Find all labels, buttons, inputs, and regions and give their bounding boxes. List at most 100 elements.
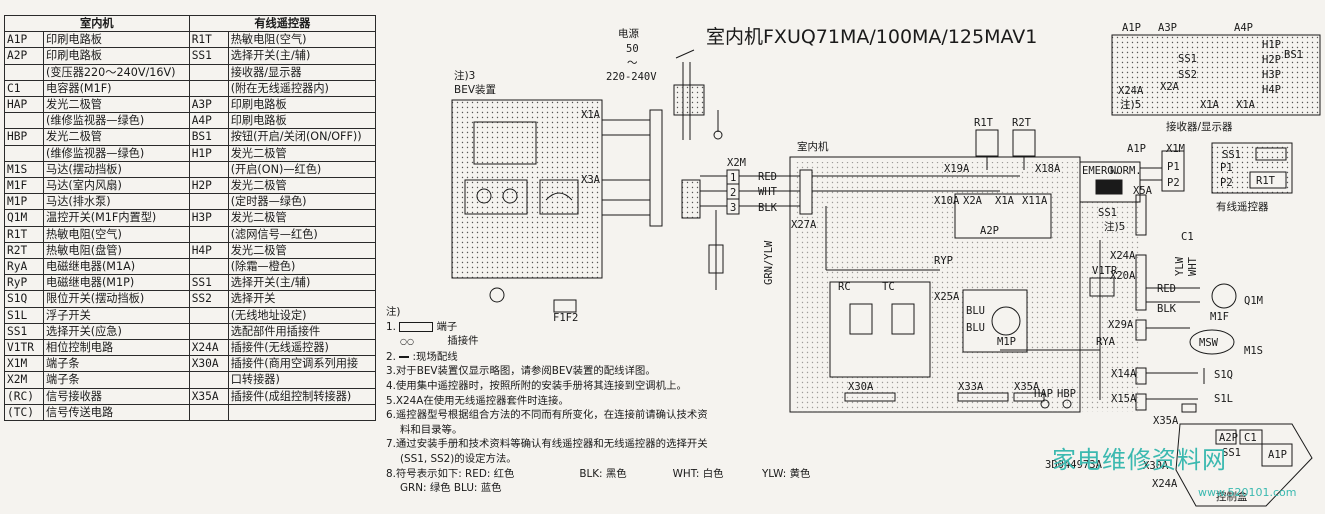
legend-left-code: SS1 bbox=[4, 322, 44, 341]
x2m-terminal-2: 2 bbox=[730, 187, 736, 199]
wht-label: WHT bbox=[1187, 256, 1199, 276]
legend-left-desc: (维修监视器—绿色) bbox=[43, 112, 190, 130]
rya-label: RYA bbox=[1096, 336, 1116, 348]
receiver-label: 接收器/显示器 bbox=[1166, 120, 1233, 133]
receiver-h3p-label: H3P bbox=[1262, 69, 1281, 81]
note-2-number: 2. bbox=[386, 350, 396, 363]
x5a-label: X5A bbox=[1133, 185, 1153, 197]
note-1-terminal: 端子 bbox=[436, 320, 458, 333]
power-input-symbol bbox=[673, 49, 723, 140]
s1l-label: S1L bbox=[1214, 393, 1233, 405]
indoor-unit-label: 室内机 bbox=[797, 140, 829, 153]
legend-left-code: M1F bbox=[4, 177, 44, 195]
note-8-red: 8.符号表示如下: RED: 红色 bbox=[386, 467, 515, 480]
note-1: 1. 端子 bbox=[386, 320, 810, 335]
legend-right-desc: 选择开关(主/辅) bbox=[227, 47, 377, 65]
x2m-terminal-1: 1 bbox=[730, 172, 736, 184]
bev-label: BEV装置 bbox=[454, 83, 496, 96]
note-3: 3.对于BEV装置仅显示略图，请参阅BEV装置的配线详图。 bbox=[386, 365, 656, 378]
remote-ss1-label: SS1 bbox=[1222, 149, 1241, 161]
connector-symbol-icon: ○○ bbox=[400, 337, 414, 347]
legend-right-desc: (无线地址设定) bbox=[227, 306, 377, 324]
legend-right-desc: (附在无线遥控器内) bbox=[227, 79, 377, 98]
x18a-label: X18A bbox=[1035, 163, 1061, 175]
v1tr-label: V1TR bbox=[1092, 265, 1118, 277]
indoor-wiring bbox=[739, 129, 1237, 413]
note-1-connector: 插接件 bbox=[447, 335, 479, 348]
legend-left-code: A2P bbox=[4, 47, 44, 65]
receiver-bs1-label: BS1 bbox=[1284, 49, 1303, 61]
remote-p2-label: P2 bbox=[1220, 177, 1233, 189]
red-wire-label: RED bbox=[1157, 283, 1176, 295]
legend-left-code: C1 bbox=[4, 79, 44, 98]
legend-left-code: RyA bbox=[4, 258, 44, 276]
legend-left-desc: 电磁继电器(M1P) bbox=[43, 274, 190, 292]
legend-left-desc: 电容器(M1F) bbox=[43, 79, 190, 98]
legend-left-code: S1L bbox=[4, 306, 44, 324]
receiver-x2a-label: X2A bbox=[1160, 81, 1180, 93]
legend-right-code: SS2 bbox=[188, 290, 229, 308]
remote-r1t-label: R1T bbox=[1256, 175, 1276, 187]
legend-left-desc: (变压器220～240V/16V) bbox=[43, 63, 190, 81]
x15a-label: X15A bbox=[1111, 393, 1137, 405]
legend-right-desc: (除霜—橙色) bbox=[227, 258, 377, 276]
x11a-label: X11A bbox=[1022, 195, 1048, 207]
receiver-x1a-label-2: X1A bbox=[1236, 99, 1256, 111]
legend-left-code: (RC) bbox=[4, 387, 44, 405]
legend-left-desc: 选择开关(应急) bbox=[43, 322, 190, 341]
legend-left-code: R1T bbox=[4, 225, 44, 243]
note-2-text: :现场配线 bbox=[412, 350, 458, 363]
hap-label: HAP bbox=[1034, 388, 1053, 400]
legend-right-desc: 接收器/显示器 bbox=[227, 63, 377, 81]
cb-x24a-label: X24A bbox=[1152, 478, 1178, 490]
legend-left-desc: 限位开关(摆动挡板) bbox=[43, 290, 190, 308]
legend-right-desc: 热敏电阻(空气) bbox=[227, 31, 377, 49]
legend-right-code: H3P bbox=[188, 209, 229, 227]
x19a-label: X19A bbox=[944, 163, 970, 175]
legend-row: (变压器220～240V/16V) 接收器/显示器 bbox=[4, 63, 377, 81]
note-6a: 6.遥控器型号根据组合方法的不同而有所变化，在连接前请确认技术资 bbox=[386, 409, 708, 422]
note-7b: (SS1, SS2)的设定方法。 bbox=[400, 452, 517, 465]
x10a-label: X10A bbox=[934, 195, 960, 207]
x30a-label: X30A bbox=[848, 381, 874, 393]
receiver-h1p-label: H1P bbox=[1262, 39, 1281, 51]
legend-left-code: X2M bbox=[4, 371, 44, 389]
x27a-label: X27A bbox=[791, 219, 817, 231]
legend-right-desc: (滤网信号—红色) bbox=[227, 225, 377, 243]
msw-label: MSW bbox=[1199, 337, 1219, 349]
legend-left-code: HAP bbox=[4, 96, 44, 114]
legend-left-code: M1P bbox=[4, 193, 44, 211]
cb-x30a-label: X30A bbox=[1143, 460, 1169, 472]
a2p-label: A2P bbox=[980, 225, 999, 237]
m1s-label: M1S bbox=[1244, 345, 1263, 357]
note-2: 2. :现场配线 bbox=[386, 350, 810, 365]
x25a-label: X25A bbox=[934, 291, 960, 303]
control-box-label: 控制盒 bbox=[1216, 490, 1248, 503]
wire-red-label: RED bbox=[758, 171, 777, 183]
diagram-title: 室内机FXUQ71MA/100MA/125MAV1 bbox=[706, 26, 1038, 48]
watermark-url: www.520101.com bbox=[1198, 486, 1297, 499]
x33a-label: X33A bbox=[958, 381, 984, 393]
legend-right-desc: 发光二极管 bbox=[227, 241, 377, 260]
power-tilde: ～ bbox=[627, 57, 638, 69]
indoor-note5: 注)5 bbox=[1104, 220, 1125, 233]
remote-r1t-box bbox=[1249, 171, 1287, 189]
note-8-wht: WHT: 白色 bbox=[672, 467, 724, 480]
terminal-symbol-icon bbox=[399, 321, 434, 332]
legend-right-desc: 选择开关 bbox=[227, 290, 377, 308]
x1m-label: X1M bbox=[1166, 143, 1185, 155]
blk-wire-label: BLK bbox=[1157, 303, 1177, 315]
x1m-p1-label: P1 bbox=[1167, 161, 1180, 173]
x20a-label: X20A bbox=[1110, 270, 1136, 282]
legend-right-desc: 插接件(成组控制转接器) bbox=[227, 387, 377, 405]
